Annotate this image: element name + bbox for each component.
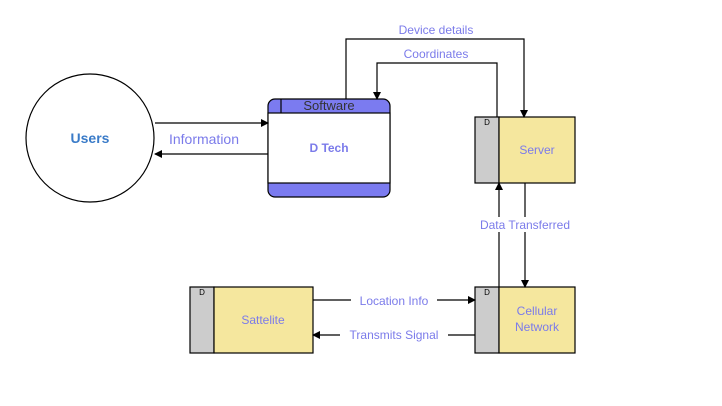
satellite-store[interactable]: D Sattelite	[189, 286, 314, 354]
users-entity[interactable]: Users	[25, 73, 155, 203]
server-tag: D	[484, 118, 490, 127]
flow-label-coordinates: Coordinates	[404, 47, 469, 61]
process-label: D Tech	[309, 141, 348, 155]
satellite-body	[213, 286, 314, 354]
cellular-label-line1: Cellular	[517, 304, 558, 318]
server-store[interactable]: D Server	[474, 116, 576, 184]
satellite-tag: D	[199, 288, 205, 297]
server-body	[498, 116, 576, 184]
process-header: Software	[303, 98, 354, 113]
users-circle	[25, 73, 155, 203]
label-bg-coordinates	[396, 46, 476, 60]
users-label: Users	[71, 130, 110, 146]
cellular-tab	[474, 286, 500, 354]
flow-label-transmits-signal: Transmits Signal	[350, 328, 439, 342]
flow-label-information: Information	[169, 131, 239, 147]
process-body	[267, 112, 391, 184]
label-bg-device-details	[390, 22, 482, 36]
flow-label-data-transferred: Data Transferred	[480, 218, 570, 232]
label-bg-location-info	[351, 293, 437, 308]
cellular-label-line2: Network	[515, 320, 560, 334]
label-bg-data-transferred	[474, 217, 578, 232]
label-bg-transmits-signal	[340, 327, 448, 342]
cellular-tag: D	[484, 288, 490, 297]
flow-label-device-details: Device details	[399, 23, 474, 37]
server-label: Server	[519, 143, 554, 157]
flow-coordinates[interactable]	[373, 62, 498, 117]
flow-label-location-info: Location Info	[360, 294, 429, 308]
satellite-label: Sattelite	[241, 313, 285, 327]
satellite-tab	[189, 286, 215, 354]
dtech-process[interactable]: Software D Tech	[267, 98, 391, 198]
flow-device-details[interactable]	[345, 38, 528, 118]
server-tab	[474, 116, 500, 184]
cellular-body	[498, 286, 576, 354]
cellular-store[interactable]: D Cellular Network	[474, 286, 576, 354]
